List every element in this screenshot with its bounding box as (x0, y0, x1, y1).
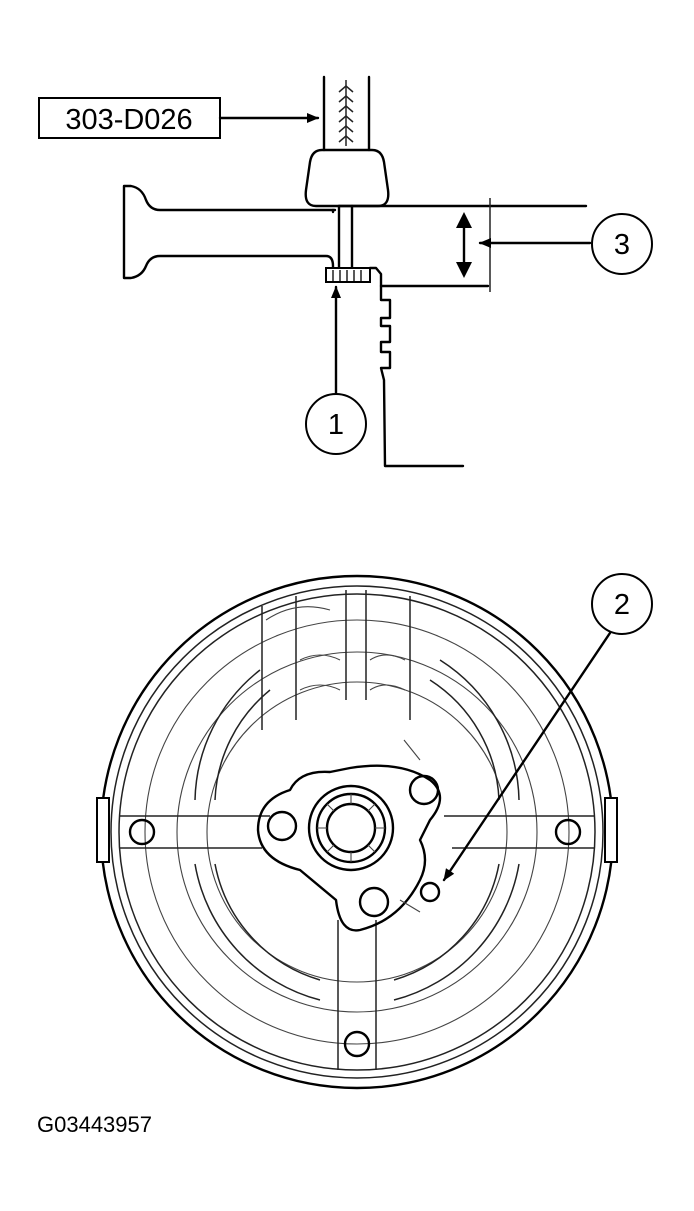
special-tool-303-D026 (304, 75, 390, 270)
callout-1-label: 1 (328, 409, 344, 441)
flywheel-plate (96, 574, 618, 1090)
callout-1: 1 (305, 285, 367, 455)
dimension-measurement-3 (456, 198, 592, 292)
callout-3-label: 3 (614, 229, 630, 261)
figure-id: G03443957 (37, 1112, 152, 1137)
callout-2: 2 (442, 573, 653, 882)
callout-3: 3 (591, 213, 653, 275)
tool-label-box: 303-D026 (38, 97, 221, 139)
crankshaft-flange (122, 184, 588, 468)
tool-label: 303-D026 (65, 104, 192, 136)
callout-2-label: 2 (614, 589, 630, 621)
